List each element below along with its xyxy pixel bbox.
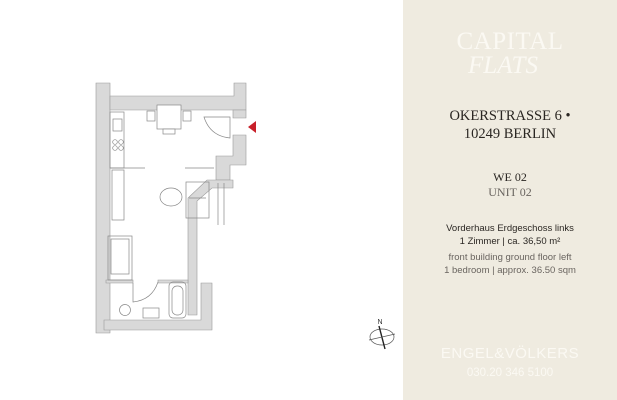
brand-line1: CAPITAL bbox=[456, 28, 564, 55]
bathroom bbox=[119, 281, 187, 319]
brand-logo: CAPITAL FLATS bbox=[403, 28, 617, 78]
floor-plan: N bbox=[95, 82, 396, 350]
compass-north-label: N bbox=[377, 319, 382, 326]
unit-de: WE 02 bbox=[493, 170, 527, 184]
floor-plan-area: N bbox=[95, 82, 396, 350]
description-en-line2: 1 bedroom | approx. 36.50 sqm bbox=[444, 265, 576, 276]
entrance-marker-icon bbox=[248, 121, 256, 133]
address-street: OKERSTRASSE 6 • bbox=[449, 108, 571, 124]
agency-phone: 030.20 346 5100 bbox=[466, 367, 554, 379]
description-de-line2: 1 Zimmer | ca. 36,50 m² bbox=[459, 236, 561, 247]
dining-table bbox=[146, 104, 192, 135]
description-de-line1: Vorderhaus Erdgeschoss links bbox=[446, 223, 574, 234]
unit-en: UNIT 02 bbox=[488, 185, 532, 199]
unit-info: WE 02 UNIT 02 bbox=[403, 170, 617, 200]
agency-name: ENGEL&VÖLKERS bbox=[440, 345, 580, 362]
walls bbox=[95, 82, 247, 334]
compass-icon bbox=[368, 325, 396, 350]
address-city: 10249 BERLIN bbox=[463, 126, 557, 142]
description-en-line1: front building ground floor left bbox=[448, 252, 572, 263]
info-panel: CAPITAL FLATS OKERSTRASSE 6 • 10249 BERL… bbox=[403, 0, 617, 400]
entrance-door bbox=[203, 116, 231, 139]
brand-line2: FLATS bbox=[468, 52, 538, 79]
kitchen bbox=[109, 111, 214, 169]
living-furniture bbox=[107, 169, 225, 281]
address: OKERSTRASSE 6 • 10249 BERLIN bbox=[403, 107, 617, 143]
description: Vorderhaus Erdgeschoss links 1 Zimmer | … bbox=[403, 222, 617, 277]
agency-logo: ENGEL&VÖLKERS 030.20 346 5100 bbox=[403, 345, 617, 381]
